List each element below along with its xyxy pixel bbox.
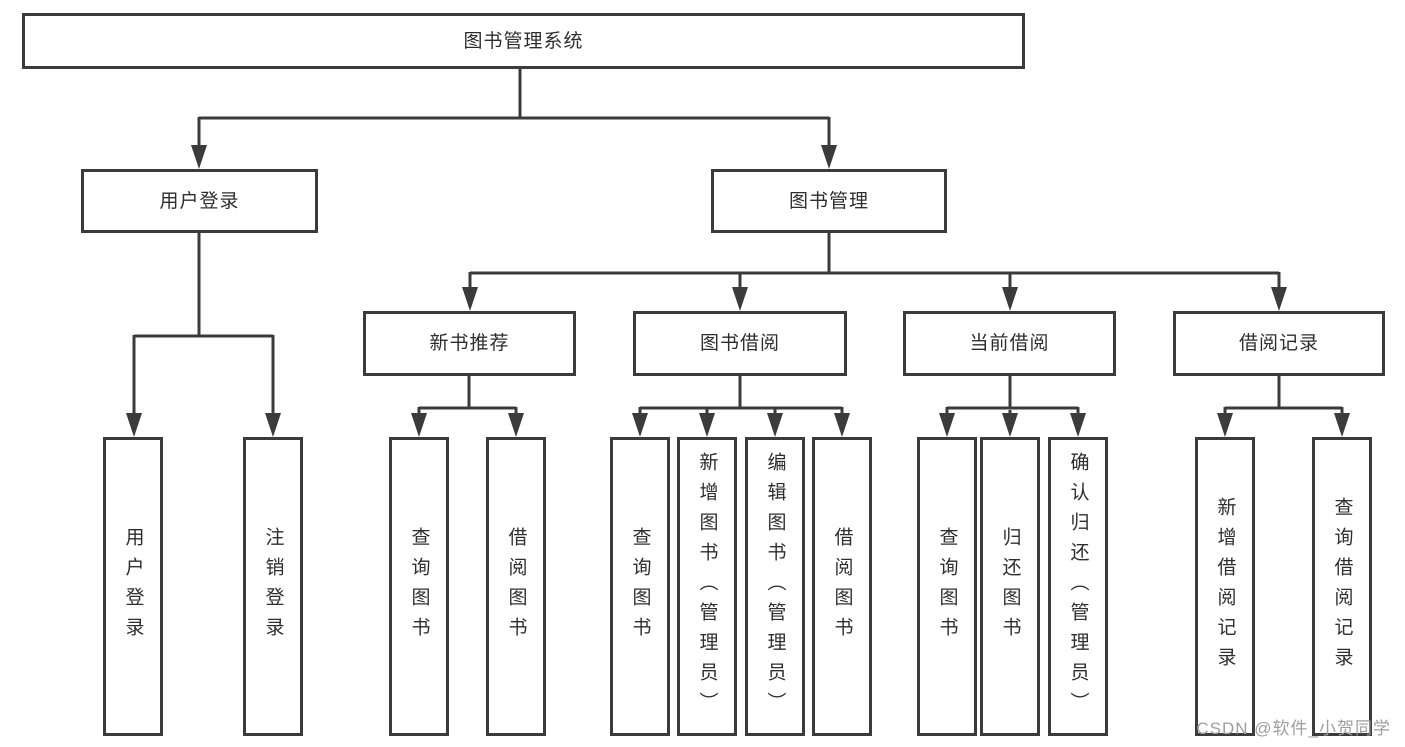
- node-label: 编辑图书（管理员）: [764, 451, 786, 722]
- node-new-book-recommend: 新书推荐: [363, 311, 576, 376]
- arrow-down-icon: [1070, 413, 1086, 437]
- arrow-down-icon: [1271, 287, 1287, 311]
- node-label: 图书管理系统: [463, 30, 584, 52]
- node-label: 用户登录: [122, 526, 144, 647]
- arrow-down-icon: [462, 287, 478, 311]
- arrowheads: [126, 145, 1350, 437]
- arrow-down-icon: [939, 413, 955, 437]
- node-label: 查询图书: [408, 526, 430, 647]
- node-label: 图书借阅: [699, 333, 780, 354]
- node-leaf-query-borrow-record: 查询借阅记录: [1312, 437, 1372, 736]
- node-label: 新增图书（管理员）: [696, 451, 718, 722]
- arrow-down-icon: [1002, 287, 1018, 311]
- node-label: 新增借阅记录: [1214, 496, 1236, 677]
- csdn-watermark: CSDN @软件_小贺同学: [1196, 719, 1391, 738]
- node-leaf-user-login: 用户登录: [103, 437, 163, 736]
- node-label: 用户登录: [159, 190, 240, 212]
- node-label: 借阅图书: [505, 526, 527, 647]
- node-current-borrow: 当前借阅: [903, 311, 1116, 376]
- node-leaf-borrow-book-2: 借阅图书: [812, 437, 872, 736]
- node-label: 确认归还（管理员）: [1067, 451, 1089, 722]
- node-label: 新书推荐: [429, 333, 510, 354]
- node-user-login: 用户登录: [81, 169, 318, 233]
- node-leaf-edit-book-admin: 编辑图书（管理员）: [745, 437, 805, 736]
- node-label: 借阅图书: [831, 526, 853, 647]
- node-leaf-add-borrow-record: 新增借阅记录: [1195, 437, 1255, 736]
- arrow-down-icon: [699, 413, 715, 437]
- arrow-down-icon: [767, 413, 783, 437]
- arrow-down-icon: [1002, 413, 1018, 437]
- arrow-down-icon: [1217, 413, 1233, 437]
- node-label: 当前借阅: [969, 333, 1050, 354]
- node-leaf-add-book-admin: 新增图书（管理员）: [677, 437, 737, 736]
- node-borrow-record: 借阅记录: [1173, 311, 1385, 376]
- node-leaf-query-book-3: 查询图书: [917, 437, 977, 736]
- arrow-down-icon: [1334, 413, 1350, 437]
- node-leaf-logout: 注销登录: [243, 437, 303, 736]
- arrow-down-icon: [834, 413, 850, 437]
- node-root-system: 图书管理系统: [22, 13, 1025, 69]
- node-leaf-query-book-1: 查询图书: [389, 437, 449, 736]
- node-leaf-query-book-2: 查询图书: [610, 437, 670, 736]
- arrow-down-icon: [411, 413, 427, 437]
- arrow-down-icon: [732, 287, 748, 311]
- node-leaf-borrow-book-1: 借阅图书: [486, 437, 546, 736]
- arrow-down-icon: [191, 145, 207, 169]
- node-book-borrow: 图书借阅: [633, 311, 847, 376]
- arrow-down-icon: [821, 145, 837, 169]
- node-label: 查询图书: [629, 526, 651, 647]
- connector-lines: [132, 69, 1344, 415]
- arrow-down-icon: [265, 413, 281, 437]
- arrow-down-icon: [126, 413, 142, 437]
- node-label: 图书管理: [788, 190, 869, 212]
- node-label: 查询图书: [936, 526, 958, 647]
- node-label: 注销登录: [262, 526, 284, 647]
- arrow-down-icon: [508, 413, 524, 437]
- node-leaf-confirm-return-admin: 确认归还（管理员）: [1048, 437, 1108, 736]
- node-book-management: 图书管理: [711, 169, 947, 233]
- node-label: 查询借阅记录: [1331, 496, 1353, 677]
- node-label: 借阅记录: [1238, 333, 1319, 354]
- arrow-down-icon: [632, 413, 648, 437]
- node-leaf-return-book: 归还图书: [980, 437, 1040, 736]
- node-label: 归还图书: [999, 526, 1021, 647]
